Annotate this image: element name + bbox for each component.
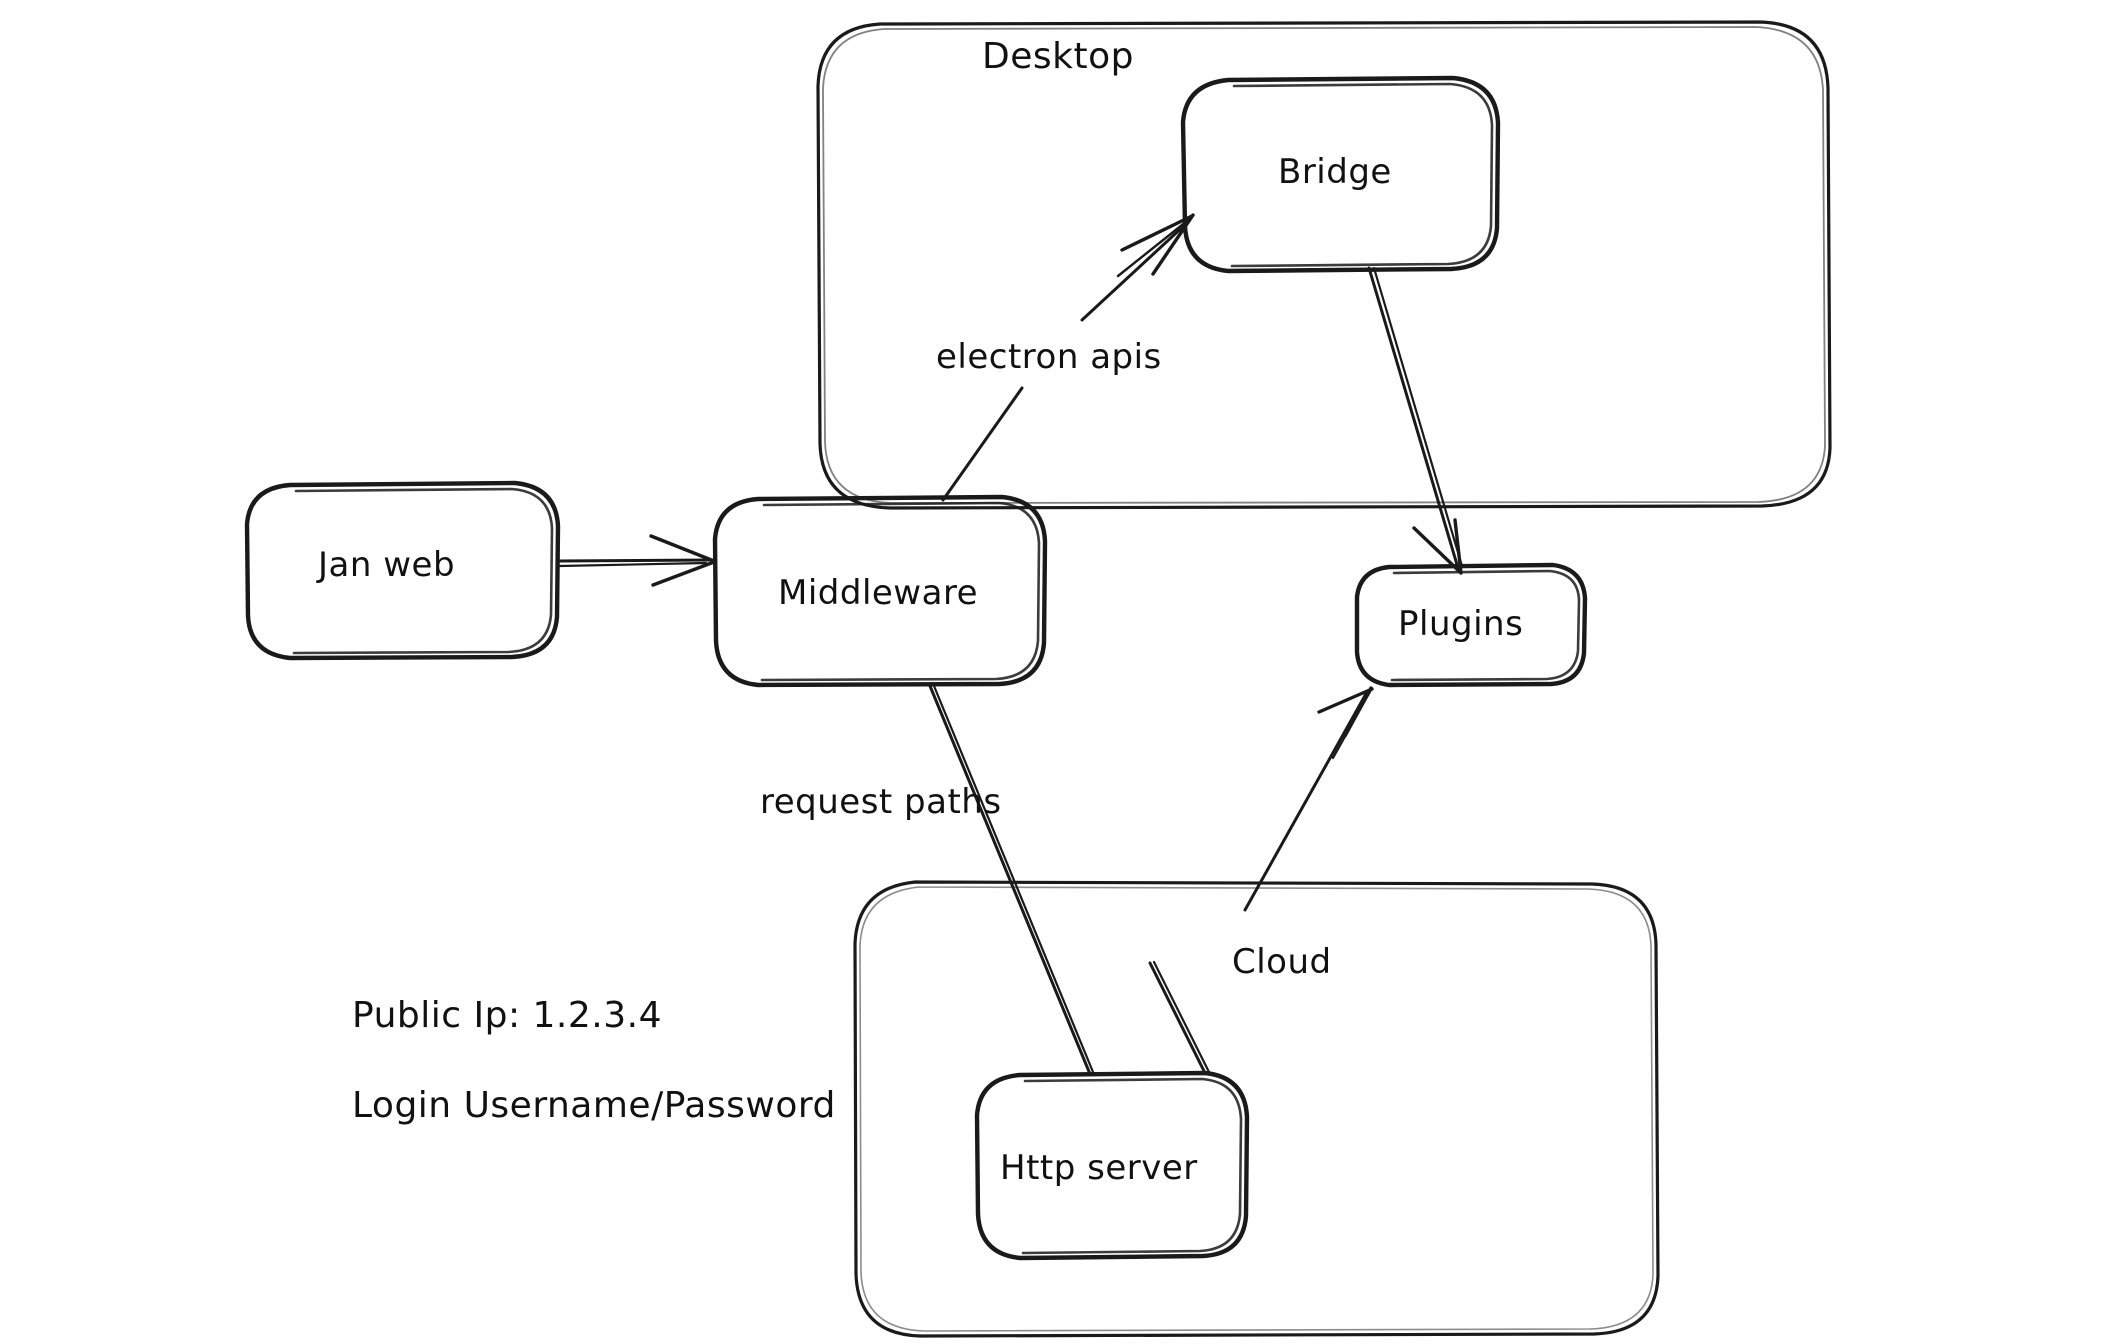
edge-http-to-plugins[interactable] (1148, 686, 1374, 1075)
node-label-middleware: Middleware (778, 573, 979, 613)
node-middleware[interactable] (712, 494, 1048, 688)
edge-bridge-to-plugins[interactable] (1367, 266, 1464, 575)
node-http-server[interactable] (974, 1070, 1250, 1261)
edge-web-to-middleware[interactable] (556, 534, 716, 587)
node-label-bridge: Bridge (1278, 152, 1392, 192)
group-label-desktop: Desktop (982, 36, 1134, 77)
group-desktop[interactable] (816, 20, 1832, 510)
node-bridge[interactable] (1180, 75, 1501, 274)
node-label-jan-web: Jan web (318, 545, 456, 585)
node-jan-web[interactable] (244, 480, 561, 661)
note-public-ip: Public Ip: 1.2.3.4 (352, 995, 662, 1036)
node-label-plugins: Plugins (1398, 604, 1524, 644)
edge-label-cloud: Cloud (1232, 942, 1332, 982)
edge-label-electron-apis: electron apis (936, 337, 1162, 377)
node-label-http-server: Http server (1000, 1148, 1198, 1188)
edge-middleware-to-http[interactable] (928, 684, 1095, 1076)
edge-middleware-to-bridge[interactable] (941, 213, 1195, 502)
node-plugins[interactable] (1354, 562, 1588, 688)
note-login: Login Username/Password (352, 1085, 836, 1127)
edge-label-request-paths: request paths (760, 782, 1002, 822)
note-block: Public Ip: 1.2.3.4 Login Username/Passwo… (352, 955, 836, 1161)
group-cloud[interactable] (853, 880, 1660, 1338)
